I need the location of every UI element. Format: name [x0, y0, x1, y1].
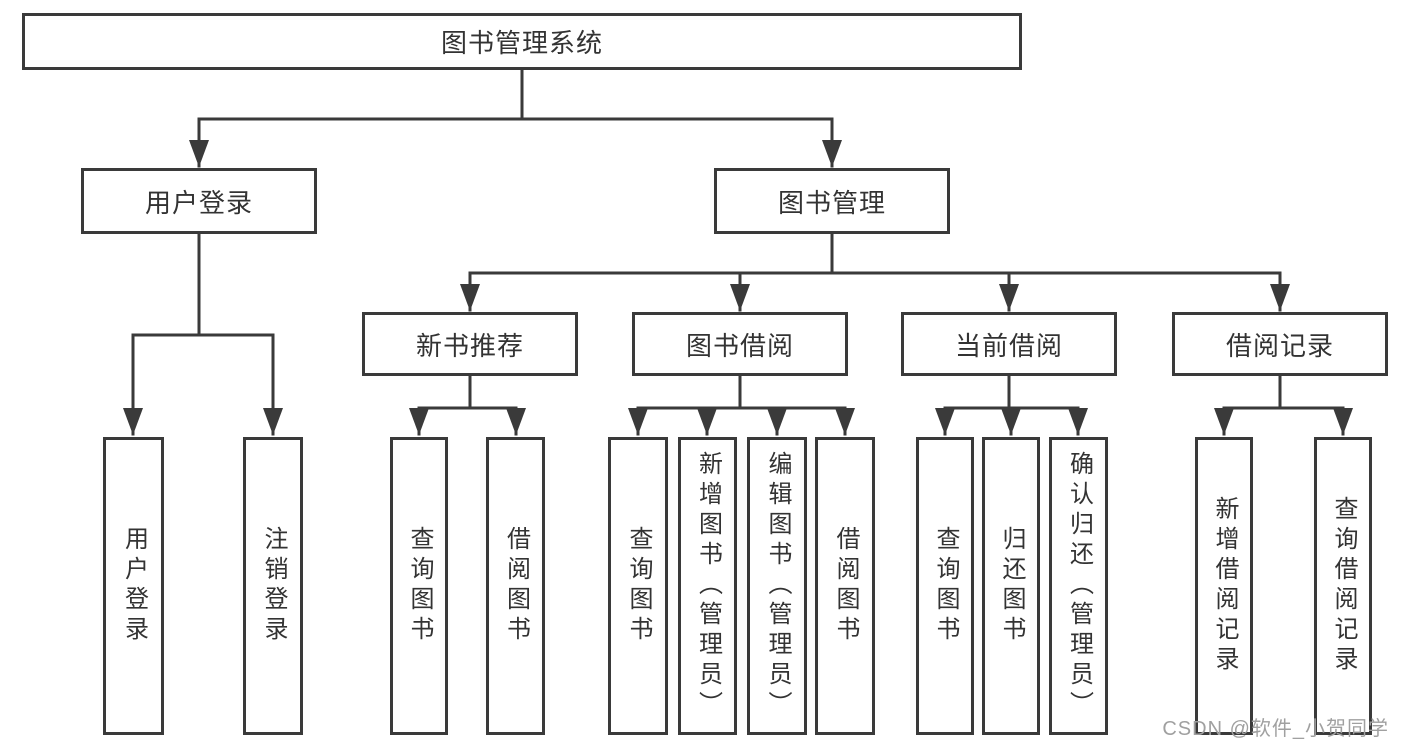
node-current-borrow-label: 当前借阅: [954, 330, 1063, 361]
node-new-books-label: 新书推荐: [415, 330, 524, 361]
leaf-label: 注销登录: [260, 526, 287, 646]
leaf-confirm-return-admin: 确认归还（管理员）: [1049, 437, 1108, 735]
leaf-query-books-newbooks: 查询图书: [390, 437, 448, 735]
node-root-label: 图书管理系统: [440, 28, 603, 58]
leaf-add-books-admin: 新增图书（管理员）: [678, 437, 737, 735]
leaf-label: 用户登录: [120, 526, 148, 646]
node-book-manage-label: 图书管理: [777, 187, 886, 218]
leaf-return-books: 归还图书: [982, 437, 1040, 735]
leaf-borrow-books: 借阅图书: [815, 437, 875, 735]
leaf-label: 借阅图书: [832, 526, 859, 646]
leaf-label: 查询图书: [932, 526, 959, 646]
leaf-add-borrow-record: 新增借阅记录: [1195, 437, 1253, 735]
leaf-label: 查询图书: [406, 526, 433, 646]
leaf-query-borrow-record: 查询借阅记录: [1314, 437, 1372, 735]
watermark-text: CSDN @软件_小贺同学: [1162, 718, 1389, 740]
leaf-label: 编辑图书（管理员）: [764, 451, 791, 721]
leaf-label: 归还图书: [998, 526, 1025, 646]
leaf-label: 确认归还（管理员）: [1065, 451, 1093, 721]
leaf-label: 查询借阅记录: [1330, 496, 1357, 676]
leaf-label: 查询图书: [625, 526, 652, 646]
node-new-books: 新书推荐: [362, 312, 578, 376]
node-user-login-label: 用户登录: [144, 187, 253, 218]
leaf-logout: 注销登录: [243, 437, 303, 735]
node-book-borrow-label: 图书借阅: [685, 330, 794, 361]
leaf-label: 新增图书（管理员）: [694, 451, 722, 721]
node-book-manage: 图书管理: [714, 168, 950, 234]
node-root-system: 图书管理系统: [22, 13, 1022, 70]
leaf-label: 新增借阅记录: [1211, 496, 1238, 676]
leaf-label: 借阅图书: [502, 526, 530, 646]
leaf-query-books-borrow: 查询图书: [608, 437, 668, 735]
node-borrow-records-label: 借阅记录: [1225, 330, 1334, 361]
leaf-borrow-books-newbooks: 借阅图书: [486, 437, 545, 735]
node-current-borrow: 当前借阅: [901, 312, 1117, 376]
connectors: [123, 67, 1353, 436]
node-book-borrow: 图书借阅: [632, 312, 848, 376]
node-borrow-records: 借阅记录: [1172, 312, 1388, 376]
leaf-edit-books-admin: 编辑图书（管理员）: [747, 437, 807, 735]
node-user-login: 用户登录: [81, 168, 317, 234]
leaf-user-login: 用户登录: [103, 437, 164, 735]
leaf-query-books-current: 查询图书: [916, 437, 974, 735]
